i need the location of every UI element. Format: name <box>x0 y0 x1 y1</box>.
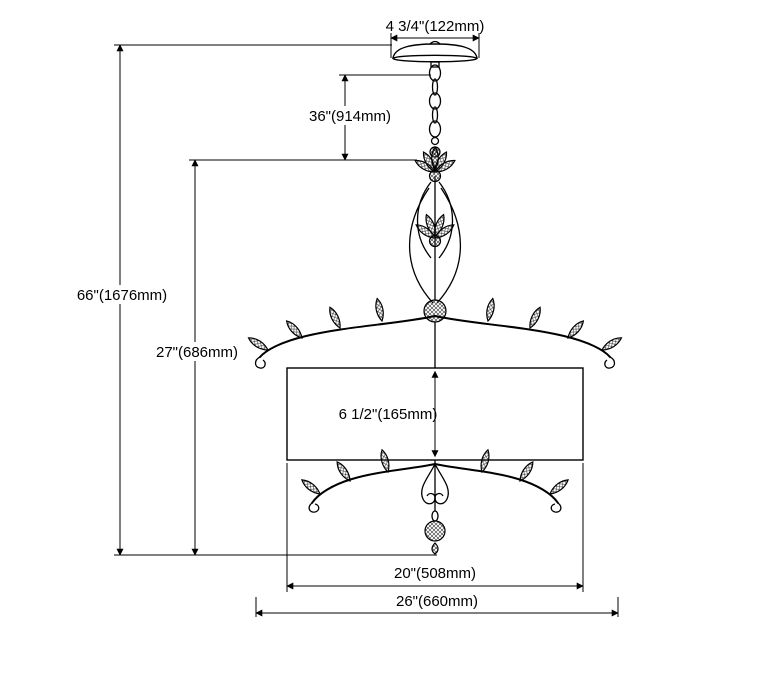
dim-label-shade-height: 6 1/2"(165mm) <box>339 406 438 423</box>
dim-label-chain-length: 36"(914mm) <box>309 108 391 125</box>
dim-overall-width: 26"(660mm) <box>255 593 619 617</box>
hanging-chain <box>428 64 442 158</box>
dim-body-height: 27"(686mm) <box>147 159 247 556</box>
dim-label-overall-width: 26"(660mm) <box>396 593 478 610</box>
dim-shade-height: 6 1/2"(165mm) <box>339 370 439 458</box>
dim-overall-height: 66"(1676mm) <box>70 44 437 556</box>
dimension-lines: 4 3/4"(122mm) 36"(914mm) 66"(1676mm) 27"… <box>70 18 619 617</box>
dim-chain-length: 36"(914mm) <box>189 74 431 161</box>
crystal-cluster-top <box>412 146 458 183</box>
dim-label-body-height: 27"(686mm) <box>156 344 238 361</box>
ceiling-canopy <box>392 40 478 68</box>
lower-branch-arms <box>300 449 570 512</box>
dim-shade-width: 20"(508mm) <box>286 463 584 592</box>
dim-label-overall-height: 66"(1676mm) <box>77 287 167 304</box>
top-crystal-spray <box>408 146 462 304</box>
dim-label-canopy-width: 4 3/4"(122mm) <box>386 18 485 35</box>
dim-label-shade-width: 20"(508mm) <box>394 565 476 582</box>
bottom-finial <box>424 510 446 555</box>
center-ball <box>423 299 447 323</box>
crystal-cluster-mid <box>413 212 457 248</box>
